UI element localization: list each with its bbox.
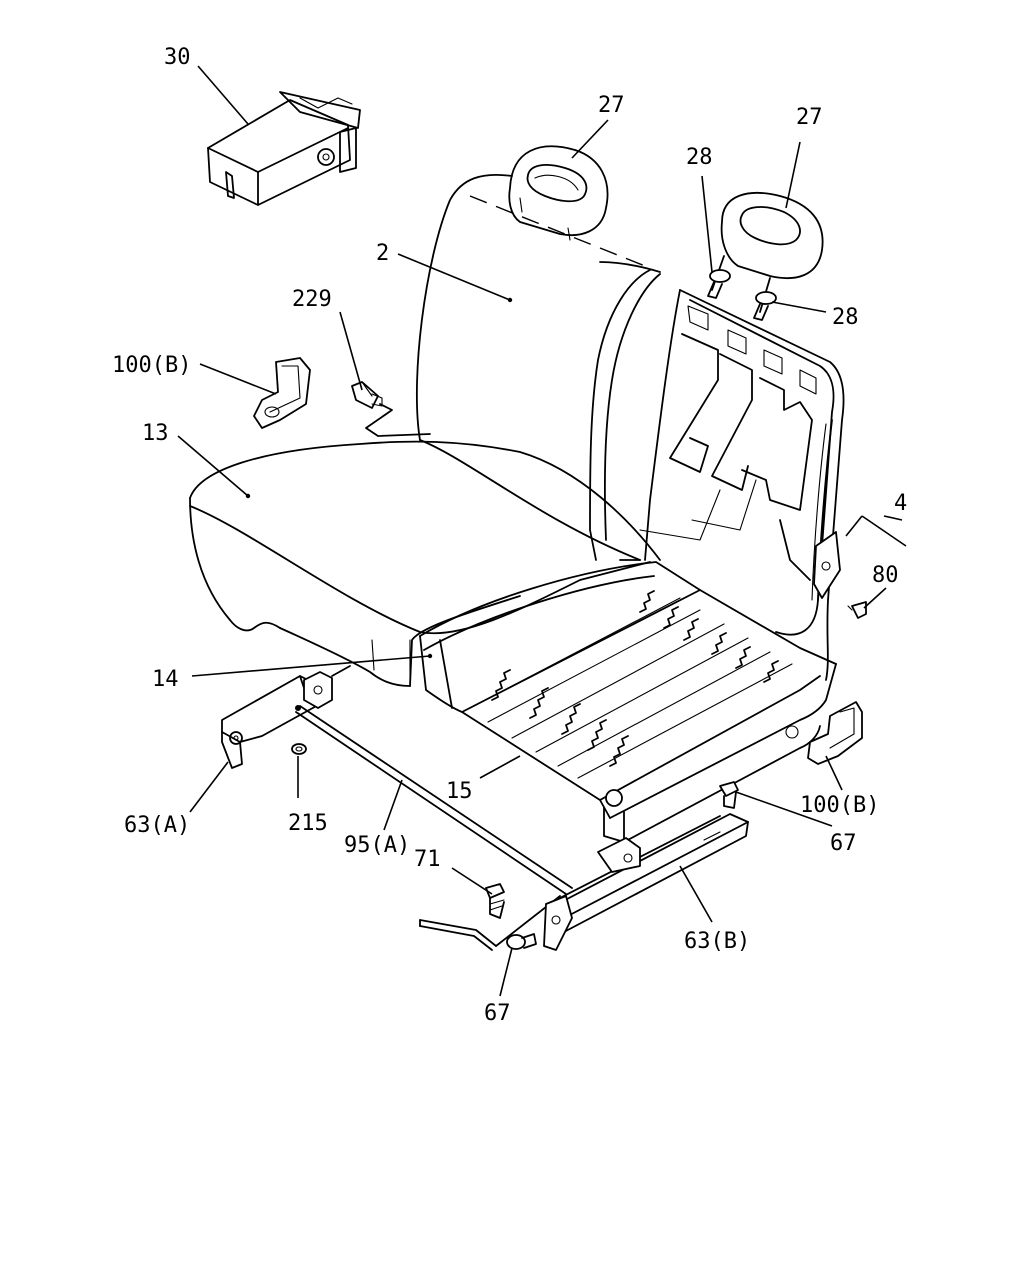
callout-229: 229 [292,287,332,312]
part-100b-left-cover [253,357,311,429]
callout-80: 80 [872,563,899,588]
part-14-seat-frame-front [419,561,701,713]
callout-100b-left: 100(B) [112,353,191,378]
callout-27-left: 27 [598,93,625,118]
part-63a-left-rail [221,665,351,769]
leader-lines [177,65,907,997]
callout-15: 15 [446,779,473,804]
callout-28-left: 28 [686,145,713,170]
callout-67-lower: 67 [484,1001,511,1026]
part-95a-rod [295,705,573,951]
part-28-guide-left [707,269,731,299]
callout-215: 215 [288,811,328,836]
callout-95a: 95(A) [344,833,410,858]
part-30-console-box [207,91,361,206]
part-215-washer [291,743,307,755]
callout-67-upper: 67 [830,831,857,856]
part-15-spring-base [461,589,837,843]
callout-27-right: 27 [796,105,823,130]
callout-63a: 63(A) [124,813,190,838]
callout-14: 14 [152,667,179,692]
callout-13: 13 [142,421,169,446]
part-67-bolt-lower [506,933,537,950]
callout-71: 71 [414,847,441,872]
part-63b-right-rail [543,813,749,951]
callout-100b-right: 100(B) [800,793,879,818]
callout-2: 2 [376,241,389,266]
part-28-guide-right [753,291,777,321]
callout-30: 30 [164,45,191,70]
callout-28-right: 28 [832,305,859,330]
part-27-headrest-left [508,145,609,241]
part-80-clip [847,601,867,619]
part-67-bolt-upper [719,781,739,809]
callout-63b: 63(B) [684,929,750,954]
part-71-bolt [485,883,505,919]
seat-back-frame [639,289,845,681]
callout-labels: 30 27 27 28 28 2 229 100(B) 13 4 80 14 1… [112,45,907,1026]
callout-4: 4 [894,491,907,516]
part-27-headrest-right [711,192,824,313]
part-2-seat-back [416,173,661,561]
